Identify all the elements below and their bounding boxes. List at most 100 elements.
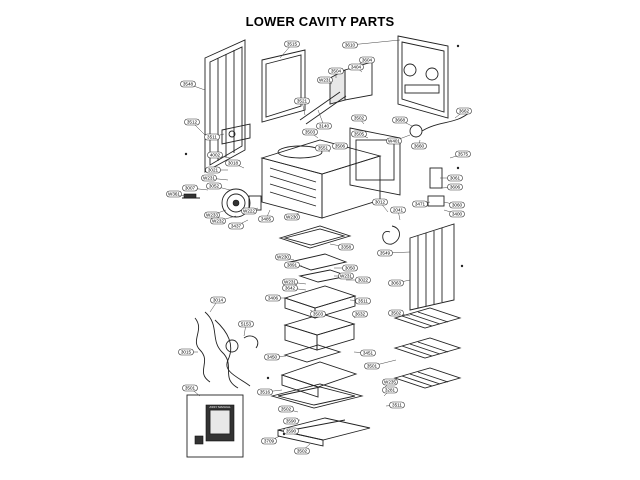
part-label: 3021 — [205, 166, 228, 174]
label-bubble — [447, 183, 463, 191]
part-label: 3549 — [377, 249, 411, 257]
part-label: 3521 — [294, 97, 310, 116]
part-label: 3511 — [204, 133, 225, 141]
part-number: 3060 — [452, 203, 463, 208]
label-bubble — [342, 41, 358, 49]
part-number: 3709 — [264, 439, 275, 444]
wire-harness-part — [194, 311, 259, 389]
label-bubble — [317, 76, 333, 84]
label-bubble — [182, 384, 198, 392]
part-label: 3662 — [454, 107, 472, 119]
label-bubble — [225, 159, 241, 167]
label-bubble — [372, 198, 388, 206]
label-bubble — [352, 310, 368, 318]
part-label: W231 — [282, 278, 307, 286]
label-bubble — [389, 401, 405, 409]
part-number: 3404 — [351, 65, 362, 70]
part-number: 3140 — [319, 124, 330, 129]
part-label: 3014 — [209, 296, 226, 313]
label-bubble — [206, 182, 222, 190]
part-number: 3515 — [287, 42, 298, 47]
label-bubble — [455, 150, 471, 158]
label-bubble — [278, 405, 294, 413]
part-label: 3590 — [283, 427, 301, 435]
part-label: 3632 — [352, 310, 368, 319]
label-bubble — [257, 388, 273, 396]
part-label: 3404 — [348, 63, 364, 73]
part-label: 3511 — [349, 297, 371, 305]
part-label: 3891 — [284, 261, 303, 269]
part-label: W230 — [284, 211, 301, 221]
part-number: 3606 — [450, 185, 461, 190]
drawer-frame-part — [270, 383, 364, 409]
part-number: 3501 — [367, 364, 378, 369]
label-bubble — [180, 80, 196, 88]
part-label: 3400 — [443, 209, 465, 218]
part-label: 2041 — [390, 206, 406, 221]
part-label: W222 — [241, 207, 259, 215]
part-label: 3485 — [258, 209, 274, 223]
part-number: 3281 — [385, 388, 396, 393]
part-label: 3551 — [315, 144, 331, 153]
part-number: 3471 — [415, 202, 426, 207]
part-label: 3406 — [265, 294, 288, 302]
part-number: 3450 — [267, 355, 278, 360]
part-number: 3485 — [261, 217, 272, 222]
label-bubble — [364, 362, 380, 370]
part-label: 3437 — [228, 219, 249, 230]
part-label: 3063 — [388, 279, 411, 287]
back-panel-part — [397, 35, 449, 119]
part-number: 3061 — [450, 176, 461, 181]
label-bubble — [294, 447, 310, 455]
label-bubble — [388, 279, 404, 287]
sensor-part — [409, 111, 471, 207]
part-number: 3012 — [375, 200, 386, 205]
part-label: 3506 — [332, 142, 349, 150]
part-label: 3501 — [364, 359, 397, 370]
part-label: 3060 — [443, 201, 465, 209]
label-bubble — [210, 296, 226, 304]
cavity-rear-frame-part — [349, 127, 401, 196]
part-number: 3358 — [341, 245, 352, 250]
label-bubble — [332, 142, 348, 150]
label-bubble — [328, 67, 344, 75]
label-bubble — [355, 276, 371, 284]
part-number: W231 — [319, 78, 331, 83]
part-label: 3606 — [441, 183, 463, 191]
part-number: W231 — [340, 274, 352, 279]
part-number: 3604 — [362, 58, 373, 63]
label-bubble — [265, 294, 281, 302]
label-bubble — [351, 114, 367, 122]
label-bubble — [388, 309, 404, 317]
part-number: 3502 — [354, 116, 365, 121]
part-number: 3505 — [354, 132, 365, 137]
label-bubble — [238, 320, 254, 328]
label-bubble — [386, 137, 402, 145]
part-label: 3018 — [225, 159, 245, 169]
owner-manual-part — [186, 394, 244, 458]
label-bubble — [178, 348, 194, 356]
part-number: 3451 — [363, 351, 374, 356]
label-bubble — [348, 63, 364, 71]
part-number: 3014 — [213, 298, 224, 303]
label-bubble — [210, 217, 226, 225]
part-number: 3551 — [318, 146, 329, 151]
part-number: 3521 — [297, 99, 308, 104]
label-bubble — [456, 107, 472, 115]
part-label: 3281 — [382, 386, 398, 397]
part-label: 5153 — [238, 320, 254, 337]
part-number: 3063 — [391, 281, 402, 286]
label-bubble — [412, 200, 428, 208]
part-label: 3061 — [440, 174, 463, 182]
part-number: W230 — [277, 255, 289, 260]
label-bubble — [342, 264, 358, 272]
part-number: 3610 — [345, 43, 356, 48]
label-bubble — [294, 97, 310, 105]
oven-rack-part — [393, 307, 462, 389]
label-bubble — [449, 201, 465, 209]
part-label: 3515 — [279, 40, 300, 59]
side-panel-part — [409, 223, 455, 311]
part-number: 3516 — [260, 390, 271, 395]
label-bubble — [205, 166, 221, 174]
